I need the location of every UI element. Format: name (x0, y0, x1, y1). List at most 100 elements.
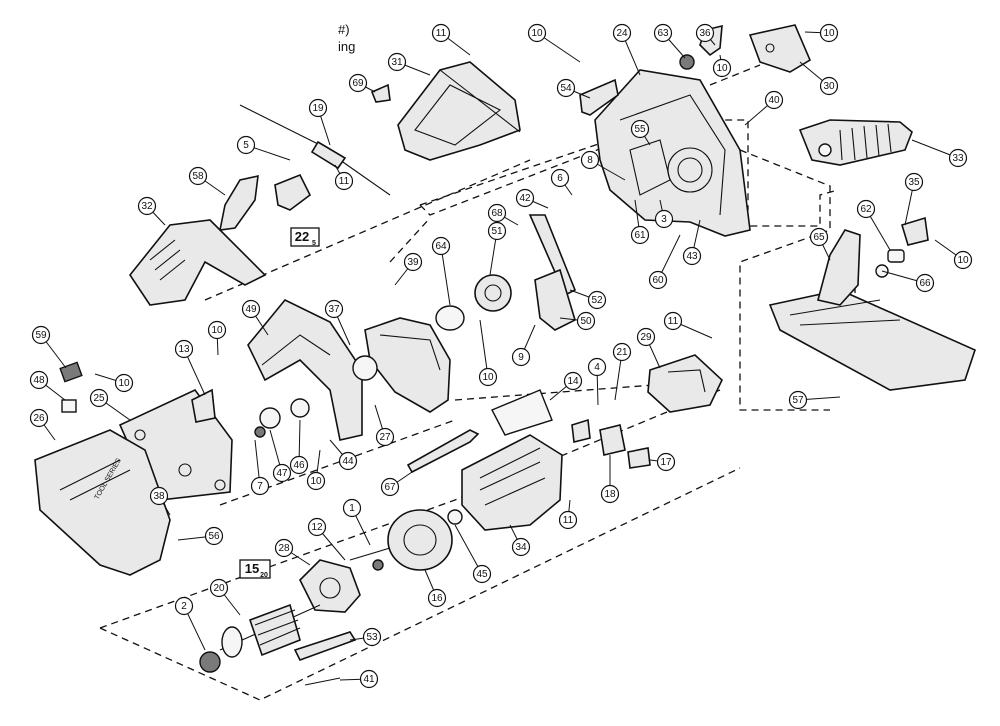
callout-10: 10 (306, 449, 326, 491)
callout-circle (653, 23, 673, 43)
ring-37 (352, 355, 378, 381)
callout-number: 16 (431, 593, 443, 604)
wrench-67 (406, 429, 480, 474)
callout-number: 45 (476, 569, 488, 580)
callout-6: 6 (550, 168, 573, 196)
header-line-2: ing (338, 39, 355, 54)
callout-circle (948, 148, 968, 168)
callout-30: 30 (799, 61, 839, 96)
callout-45: 45 (454, 524, 492, 584)
callout-number: 63 (657, 28, 669, 39)
callout-number: 10 (118, 378, 130, 389)
callout-number: 52 (591, 295, 603, 306)
handle-32 (129, 219, 267, 306)
brush-holder-18 (599, 424, 626, 456)
callout-number: 8 (587, 155, 593, 166)
callout-number: 10 (957, 255, 969, 266)
callout-circle (788, 390, 808, 410)
callout-4: 4 (587, 357, 607, 406)
rear-handle-33 (798, 119, 913, 166)
kit-15-main: 15 (245, 561, 259, 576)
callout-26: 26 (29, 408, 56, 441)
callout-circle (137, 196, 157, 216)
callout-number: 38 (153, 491, 165, 502)
callout-leader (454, 524, 483, 575)
callout-number: 11 (563, 515, 574, 526)
callout-9: 9 (511, 324, 536, 367)
callout-circle (472, 564, 492, 584)
callout-10: 10 (804, 23, 839, 43)
callout-40: 40 (744, 90, 784, 126)
lower-guard-27 (364, 317, 451, 413)
callout-circle (478, 367, 498, 387)
callout-29: 29 (636, 327, 661, 369)
callout-number: 49 (245, 304, 257, 315)
callout-27: 27 (374, 404, 395, 447)
callout-57: 57 (788, 390, 841, 410)
callout-7: 7 (250, 439, 270, 496)
callout-number: 56 (208, 531, 220, 542)
callout-53: 53 (349, 627, 382, 647)
callout-number: 39 (407, 257, 419, 268)
callout-circle (427, 588, 447, 608)
callout-circle (334, 171, 354, 191)
callout-number: 65 (813, 232, 825, 243)
callout-52: 52 (569, 289, 607, 310)
callout-10: 10 (94, 373, 134, 393)
callout-circle (274, 538, 294, 558)
callout-circle (174, 596, 194, 616)
shim-13 (191, 388, 216, 423)
callout-circle (576, 311, 596, 331)
callout-circle (636, 327, 656, 347)
armature-20 (219, 603, 321, 658)
upper-guard-49 (247, 299, 363, 441)
callout-54: 54 (556, 78, 591, 99)
callout-circle (819, 76, 839, 96)
clip-69 (370, 83, 391, 103)
callout-number: 10 (482, 372, 494, 383)
callout-64: 64 (431, 236, 451, 306)
callout-leader (440, 245, 451, 306)
callout-circle (600, 484, 620, 504)
washer-47 (259, 407, 281, 429)
kit-badge-22: 22 5 (290, 227, 320, 247)
callout-circle (556, 78, 576, 98)
callout-35: 35 (904, 172, 924, 226)
part-1 (372, 559, 384, 571)
callout-circle (375, 427, 395, 447)
callout-circle (342, 498, 362, 518)
callout-circle (487, 221, 507, 241)
callout-number: 24 (616, 28, 628, 39)
callout-44: 44 (329, 439, 358, 471)
callout-number: 34 (515, 542, 527, 553)
callout-number: 4 (594, 362, 600, 373)
callout-number: 59 (35, 330, 47, 341)
callout-circle (207, 320, 227, 340)
callout-circle (338, 451, 358, 471)
callout-number: 5 (243, 140, 249, 151)
callout-number: 57 (792, 395, 804, 406)
callout-number: 40 (768, 95, 780, 106)
callout-16: 16 (424, 569, 447, 608)
callout-number: 58 (192, 171, 204, 182)
callout-1: 1 (342, 498, 371, 546)
callout-circle (403, 252, 423, 272)
callout-leader (479, 319, 489, 378)
callout-circle (587, 357, 607, 377)
callout-circle (149, 486, 169, 506)
callout-number: 66 (919, 278, 931, 289)
callout-circle (29, 370, 49, 390)
callout-number: 61 (634, 230, 646, 241)
callout-circle (289, 455, 309, 475)
callout-number: 35 (908, 177, 920, 188)
bracket-30 (748, 24, 812, 73)
callout-circle (764, 90, 784, 110)
callout-circle (550, 168, 570, 188)
callout-number: 50 (580, 316, 592, 327)
callout-number: 69 (352, 78, 364, 89)
clip-54 (579, 78, 619, 116)
callout-number: 37 (328, 304, 340, 315)
callout-46: 46 (289, 419, 309, 475)
callout-number: 7 (257, 481, 263, 492)
